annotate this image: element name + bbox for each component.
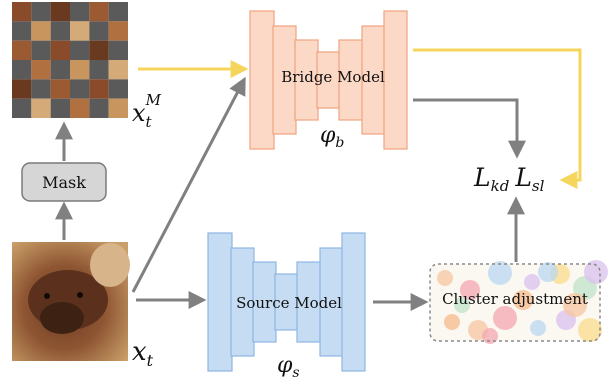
mask-tile (50, 98, 70, 118)
cluster-dot (578, 318, 602, 342)
mask-tile (12, 79, 32, 99)
cluster-dot (454, 297, 470, 313)
mask-tile (50, 79, 70, 99)
mask-tile (70, 60, 90, 80)
cluster-dot (530, 320, 546, 336)
masked-image-label: xtM (132, 91, 162, 131)
mask-tile (12, 60, 32, 80)
source-model-param: φs (277, 353, 300, 381)
mask-tile (50, 2, 70, 22)
bridge-model-param: φb (320, 123, 344, 151)
mask-tile (31, 60, 51, 80)
bridge-model (249, 10, 408, 150)
source-model-label: Source Model (236, 294, 342, 312)
mask-tile (70, 2, 90, 22)
mask-tile (89, 21, 109, 41)
cluster-dot (488, 261, 512, 285)
model-layer (296, 261, 322, 343)
mask-tile (12, 98, 32, 118)
cluster-dot (584, 260, 608, 284)
mask-tile (31, 40, 51, 60)
mask-tile (108, 21, 128, 41)
model-layer (207, 232, 233, 372)
mask-tile (70, 40, 90, 60)
mask-tile (12, 40, 32, 60)
cluster-dot (444, 314, 460, 330)
mask-tile (12, 2, 32, 22)
mask-tile (31, 79, 51, 99)
arrow-bridge-to-loss-yellow (413, 48, 582, 189)
mask-tile (70, 79, 90, 99)
cluster-dot (482, 328, 498, 344)
mask-tile (50, 60, 70, 80)
mask-tile (108, 98, 128, 118)
mask-tile (89, 60, 109, 80)
mask-tile (70, 21, 90, 41)
cluster-dot (460, 280, 480, 300)
mask-tile (31, 2, 51, 22)
mask-tile (108, 79, 128, 99)
mask-box (21, 162, 107, 202)
mask-tile (108, 40, 128, 60)
cluster-dot (524, 274, 540, 290)
arrow-bridge-to-loss-gray (413, 98, 526, 159)
mask-tile (50, 21, 70, 41)
model-layer (341, 232, 366, 372)
mask-tile (89, 2, 109, 22)
source-model (207, 232, 366, 372)
input-image-label: xt (132, 337, 154, 370)
bridge-model-label: Bridge Model (281, 68, 385, 86)
mask-tile (89, 98, 109, 118)
mask-tile (108, 60, 128, 80)
input-image (12, 242, 130, 361)
cluster-dot (538, 262, 558, 282)
cluster-adjustment-box (429, 260, 608, 344)
masked-image (12, 2, 128, 118)
model-layer (249, 10, 275, 150)
cluster-dot (513, 290, 533, 310)
mask-tile (89, 79, 109, 99)
mask-tile (108, 2, 128, 22)
cluster-adjustment-label: Cluster adjustment (442, 290, 588, 308)
mask-tile (50, 40, 70, 60)
cluster-dot (563, 293, 587, 317)
mask-tile (31, 98, 51, 118)
cluster-dot (437, 270, 453, 286)
arrow-input-to-bridge (131, 76, 246, 293)
mask-tile (89, 40, 109, 60)
mask-tile (12, 21, 32, 41)
mask-tile (31, 21, 51, 41)
mask-label: Mask (42, 173, 86, 192)
cluster-dot (493, 306, 517, 330)
mask-tile (70, 98, 90, 118)
model-layer (383, 10, 408, 150)
